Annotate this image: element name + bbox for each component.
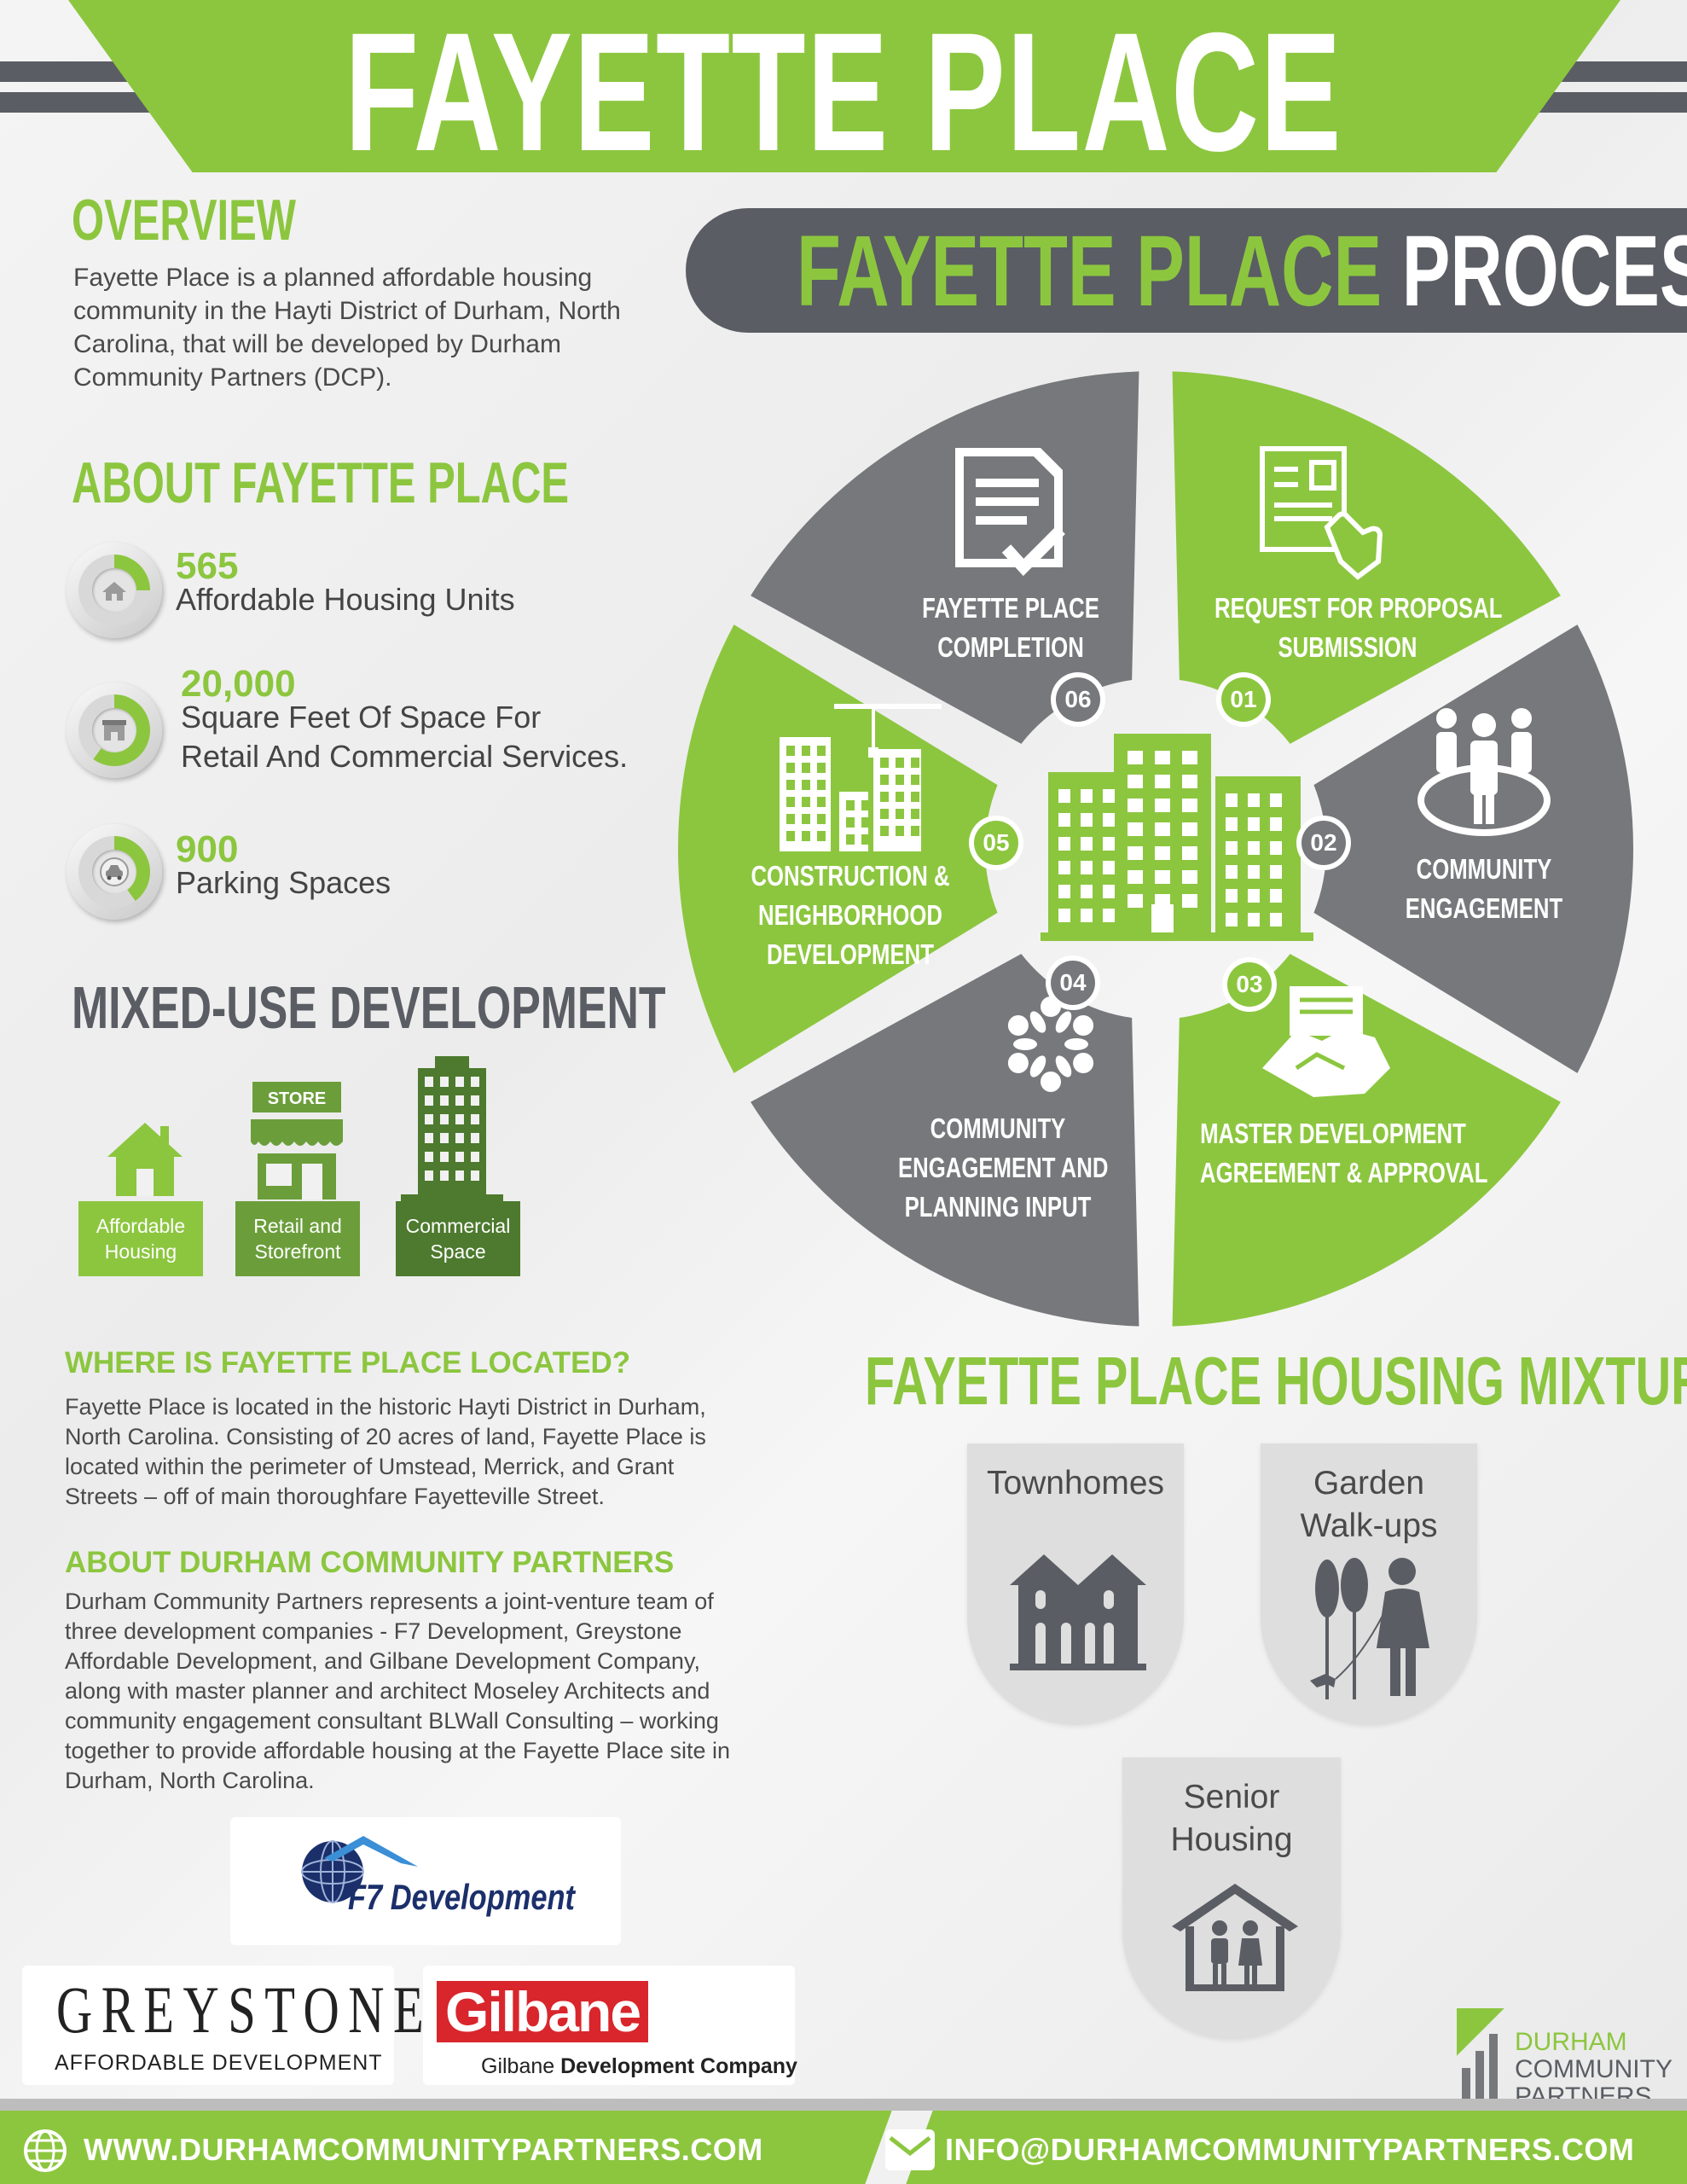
step-01-badge: 01 (1216, 672, 1271, 727)
store-icon (92, 708, 136, 752)
location-text: Fayette Place is located in the historic… (65, 1394, 706, 1509)
commercial-building-icon (401, 1056, 503, 1205)
stat-ring (67, 824, 162, 920)
mixed-use-retail-storefront: Retail and Storefront (235, 1201, 360, 1276)
house-icon (92, 568, 136, 613)
senior-couple-house-icon (1172, 1884, 1298, 1991)
stat-label: Square Feet Of Space For (181, 700, 542, 735)
header-banner (68, 0, 1620, 172)
website-link[interactable]: WWW.DURHAMCOMMUNITYPARTNERS.COM (84, 2132, 763, 2167)
overview-text: Fayette Place is a planned affordable ho… (73, 264, 621, 392)
mixed-use-commercial-space: Commercial Space (396, 1201, 520, 1276)
step-01-label: REQUEST FOR PROPOSAL SUBMISSION (1215, 592, 1503, 663)
dcp-logo-icon (1457, 2008, 1504, 2109)
process-title-white: PROCESS (1401, 215, 1687, 328)
process-segment-04 (751, 954, 1139, 1327)
process-title: FAYETTE PLACE PROCESS (797, 217, 1687, 326)
stat-square-feet: 20,000 Square Feet Of Space For Retail A… (67, 665, 681, 787)
housing-townhomes: Townhomes (967, 1443, 1184, 1725)
stat-label: Parking Spaces (176, 865, 391, 900)
step-04-label: COMMUNITY ENGAGEMENT AND PLANNING INPUT (898, 1112, 1109, 1223)
step-06-label: FAYETTE PLACE COMPLETION (922, 592, 1099, 663)
step-05-badge: 05 (969, 816, 1023, 870)
store-sign: STORE (268, 1089, 327, 1108)
dcp-text: Durham Community Partners represents a j… (65, 1589, 731, 1793)
housing-garden-walkups: Garden Walk-ups (1261, 1443, 1477, 1725)
townhomes-icon (1010, 1554, 1146, 1670)
greystone-sub: AFFORDABLE DEVELOPMENT (55, 2051, 383, 2075)
step-02-badge: 02 (1296, 816, 1351, 870)
step-03-badge: 03 (1222, 957, 1277, 1012)
housing-mix-heading: FAYETTE PLACE HOUSING MIXTURE (865, 1343, 1687, 1419)
overview-heading: OVERVIEW (72, 188, 297, 253)
affordable-housing-icon (102, 1118, 188, 1204)
email-link[interactable]: INFO@DURHAMCOMMUNITYPARTNERS.COM (945, 2132, 1635, 2167)
stat-label: Retail And Commercial Services. (181, 739, 629, 774)
stat-parking: 900 Parking Spaces (67, 824, 681, 926)
document-check-icon (955, 448, 1065, 577)
stat-number: 565 (176, 545, 239, 587)
garden-person-icon (1310, 1558, 1429, 1699)
location-heading: WHERE IS FAYETTE PLACE LOCATED? (65, 1346, 631, 1380)
handshake-icon (1262, 986, 1390, 1097)
step-02-label: COMMUNITY ENGAGEMENT (1405, 853, 1563, 924)
people-group-icon (1417, 708, 1551, 836)
envelope-icon (885, 2129, 935, 2170)
proposal-form-icon (1260, 446, 1383, 580)
about-heading: ABOUT FAYETTE PLACE (72, 450, 570, 515)
step-06-badge: 06 (1051, 672, 1105, 727)
storefront-icon: STORE (249, 1082, 345, 1204)
page-title: FAYETTE PLACE (345, 0, 1342, 186)
gilbane-logo: Gilbane Gilbane Development Company (423, 1966, 797, 2085)
stat-ring (67, 543, 162, 638)
community-circle-icon (1007, 996, 1094, 1092)
construction-crane-icon (780, 704, 942, 851)
step-03-label: MASTER DEVELOPMENT AGREEMENT & APPROVAL (1200, 1118, 1488, 1188)
process-title-pill (686, 208, 1687, 333)
stat-label: Affordable Housing Units (176, 582, 515, 617)
stat-ring (67, 682, 162, 778)
stat-number: 20,000 (181, 663, 296, 705)
center-buildings-icon (1041, 734, 1313, 941)
mixed-use-heading: MIXED-USE DEVELOPMENT (72, 974, 666, 1041)
f7-development-logo: F7 Development (230, 1817, 621, 1945)
f7-name: F7 Development (348, 1877, 576, 1917)
globe-icon (301, 1836, 418, 1903)
greystone-name: GREYSTONE (56, 1972, 433, 2047)
greystone-logo: GREYSTONE AFFORDABLE DEVELOPMENT (22, 1966, 424, 2085)
stat-housing-units: 565 Affordable Housing Units (67, 543, 681, 645)
step-04-badge: 04 (1046, 956, 1100, 1010)
process-segment-02 (1313, 624, 1633, 1073)
dcp-heading: ABOUT DURHAM COMMUNITY PARTNERS (65, 1546, 675, 1579)
housing-senior: Senior Housing (1122, 1757, 1341, 2039)
gilbane-sub: Gilbane Development Company (481, 2054, 797, 2078)
process-segment-05 (678, 624, 998, 1073)
step-05-label: CONSTRUCTION & NEIGHBORHOOD DEVELOPMENT (751, 860, 950, 970)
car-icon (92, 850, 136, 894)
process-wheel (678, 371, 1633, 1327)
globe-icon (24, 2129, 67, 2172)
gilbane-name: Gilbane (437, 1981, 649, 2042)
mixed-use-affordable-housing: Affordable Housing (78, 1201, 203, 1276)
footer-bar (0, 2099, 1687, 2184)
process-segment-03 (1172, 954, 1561, 1327)
process-title-green: FAYETTE PLACE (797, 215, 1383, 328)
stat-number: 900 (176, 828, 239, 870)
